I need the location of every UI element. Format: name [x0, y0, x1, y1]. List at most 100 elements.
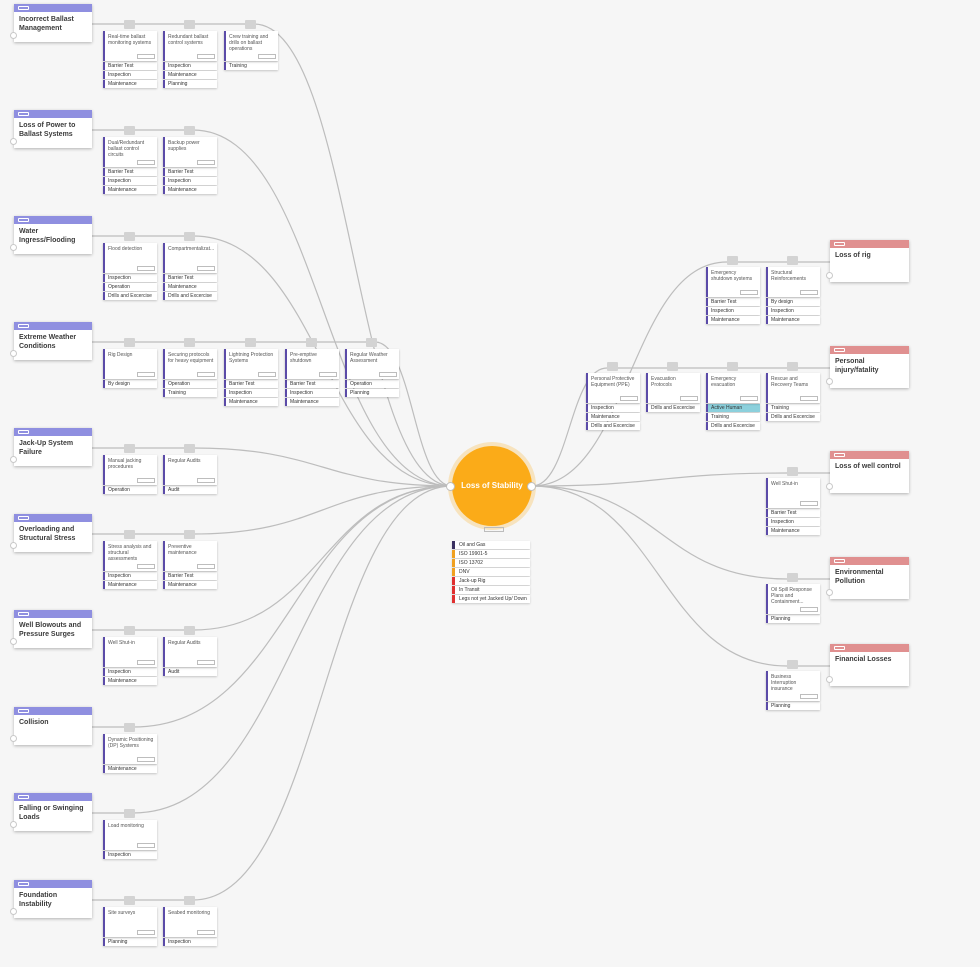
barrier-card[interactable]: Emergency shutdown systems [706, 267, 760, 297]
barrier-chip[interactable]: Inspection [586, 404, 640, 412]
barrier-chip[interactable]: Operation [345, 380, 399, 388]
link-icon[interactable] [10, 244, 17, 251]
hazard-row[interactable]: ISO 13702 [452, 559, 530, 567]
barrier-chip[interactable]: Maintenance [163, 581, 217, 589]
top-event-right-knob[interactable] [527, 482, 536, 491]
barrier-connector[interactable] [306, 338, 317, 347]
barrier-chip[interactable]: Training [766, 404, 820, 412]
barrier-chip[interactable]: Maintenance [766, 316, 820, 324]
barrier-chip[interactable]: Barrier Test [706, 298, 760, 306]
barrier-chip[interactable]: Maintenance [103, 80, 157, 88]
barrier-card[interactable]: Dynamic Positioning (DP) Systems [103, 734, 157, 764]
link-icon[interactable] [10, 638, 17, 645]
barrier-chip[interactable]: Barrier Test [224, 380, 278, 388]
link-icon[interactable] [10, 350, 17, 357]
barrier-card[interactable]: Well Shut-in [766, 478, 820, 508]
barrier-chip[interactable]: Barrier Test [285, 380, 339, 388]
barrier-connector[interactable] [184, 338, 195, 347]
barrier-connector[interactable] [245, 338, 256, 347]
barrier-chip[interactable]: Maintenance [163, 186, 217, 194]
barrier-connector[interactable] [124, 126, 135, 135]
barrier-chip[interactable]: Maintenance [766, 527, 820, 535]
top-event-left-knob[interactable] [446, 482, 455, 491]
hazard-row[interactable]: In Transit [452, 586, 530, 594]
barrier-connector[interactable] [124, 626, 135, 635]
top-event-node[interactable]: Loss of Stability [452, 446, 532, 526]
barrier-chip[interactable]: Inspection [103, 71, 157, 79]
barrier-chip[interactable]: Inspection [103, 274, 157, 282]
barrier-chip[interactable]: Maintenance [706, 316, 760, 324]
barrier-card[interactable]: Real-time ballast monitoring systems [103, 31, 157, 61]
barrier-card[interactable]: Rescue and Recovery Teams [766, 373, 820, 403]
barrier-connector[interactable] [607, 362, 618, 371]
barrier-chip[interactable]: Inspection [163, 938, 217, 946]
barrier-card[interactable]: Regular Audits [163, 455, 217, 485]
hazard-row[interactable]: DNV [452, 568, 530, 576]
barrier-chip[interactable]: Planning [103, 938, 157, 946]
barrier-chip[interactable]: Audit [163, 668, 217, 676]
barrier-card[interactable]: Securing protocols for heavy equipment [163, 349, 217, 379]
cause-node[interactable]: Falling or Swinging Loads [10, 793, 92, 831]
barrier-connector[interactable] [787, 362, 798, 371]
barrier-connector[interactable] [245, 20, 256, 29]
barrier-card[interactable]: Flood detection [103, 243, 157, 273]
consequence-node[interactable]: Loss of rig [826, 240, 909, 282]
barrier-card[interactable]: Business Interruption insurance [766, 671, 820, 701]
barrier-chip[interactable]: Inspection [163, 62, 217, 70]
link-icon[interactable] [10, 456, 17, 463]
barrier-chip[interactable]: Operation [103, 283, 157, 291]
barrier-connector[interactable] [787, 660, 798, 669]
barrier-card[interactable]: Seabed monitoring [163, 907, 217, 937]
barrier-chip[interactable]: Inspection [103, 572, 157, 580]
barrier-card[interactable]: Oil Spill Response Plans and Containment… [766, 584, 820, 614]
consequence-node[interactable]: Loss of well control [826, 451, 909, 493]
hazard-row[interactable]: Legs not yet Jacked Up/ Down [452, 595, 530, 603]
link-icon[interactable] [10, 908, 17, 915]
barrier-chip[interactable]: Barrier Test [163, 572, 217, 580]
link-icon[interactable] [10, 542, 17, 549]
barrier-card[interactable]: Lightning Protection Systems [224, 349, 278, 379]
cause-node[interactable]: Water Ingress/Flooding [10, 216, 92, 254]
barrier-chip[interactable]: Maintenance [103, 186, 157, 194]
barrier-chip[interactable]: Active Human [706, 404, 760, 412]
barrier-chip[interactable]: Planning [163, 80, 217, 88]
barrier-chip[interactable]: Barrier Test [103, 62, 157, 70]
cause-node[interactable]: Incorrect Ballast Management [10, 4, 92, 42]
link-icon[interactable] [826, 378, 833, 385]
barrier-chip[interactable]: Inspection [766, 518, 820, 526]
link-icon[interactable] [10, 138, 17, 145]
link-icon[interactable] [826, 272, 833, 279]
barrier-connector[interactable] [124, 20, 135, 29]
barrier-card[interactable]: Regular Audits [163, 637, 217, 667]
barrier-card[interactable]: Load monitoring [103, 820, 157, 850]
link-icon[interactable] [826, 483, 833, 490]
link-icon[interactable] [10, 735, 17, 742]
barrier-card[interactable]: Manual jacking procedures [103, 455, 157, 485]
barrier-chip[interactable]: Maintenance [285, 398, 339, 406]
barrier-connector[interactable] [787, 573, 798, 582]
cause-node[interactable]: Foundation Instability [10, 880, 92, 918]
cause-node[interactable]: Collision [10, 707, 92, 745]
barrier-chip[interactable]: Drills and Excercise [586, 422, 640, 430]
barrier-chip[interactable]: Maintenance [103, 581, 157, 589]
barrier-chip[interactable]: Planning [345, 389, 399, 397]
barrier-card[interactable]: Well Shut-in [103, 637, 157, 667]
barrier-card[interactable]: Compartmentalizat... [163, 243, 217, 273]
barrier-connector[interactable] [184, 626, 195, 635]
barrier-connector[interactable] [787, 467, 798, 476]
barrier-chip[interactable]: Training [224, 62, 278, 70]
barrier-chip[interactable]: Inspection [224, 389, 278, 397]
barrier-chip[interactable]: Planning [766, 615, 820, 623]
barrier-chip[interactable]: Drills and Excercise [706, 422, 760, 430]
barrier-chip[interactable]: Drills and Excercise [103, 292, 157, 300]
prevention-barrier[interactable]: Crew training and drills on ballast oper… [224, 20, 278, 70]
